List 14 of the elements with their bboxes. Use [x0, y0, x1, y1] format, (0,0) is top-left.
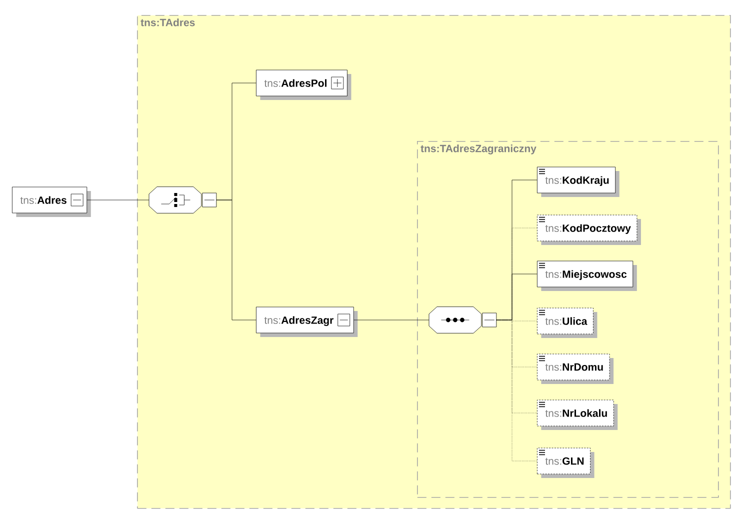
element-box: tns:GLN [537, 448, 594, 478]
element-box: tns:AdresPol [256, 70, 352, 100]
element-box: tns:KodPocztowy [537, 214, 641, 245]
element-box: tns:NrLokalu [537, 400, 618, 430]
element-box: tns:NrDomu [537, 354, 614, 384]
compositor-symbol [428, 306, 497, 334]
element-box: tns:AdresZagr [256, 306, 358, 337]
element-box: tns:Adres [12, 186, 91, 217]
compositor-symbol [148, 186, 217, 214]
element-box: tns:Ulica [537, 308, 598, 338]
connector-line [496, 274, 538, 320]
element-box: tns:KodKraju [537, 166, 620, 197]
connector-line [216, 200, 256, 320]
element-box: tns:Miejscowosc [537, 260, 637, 291]
